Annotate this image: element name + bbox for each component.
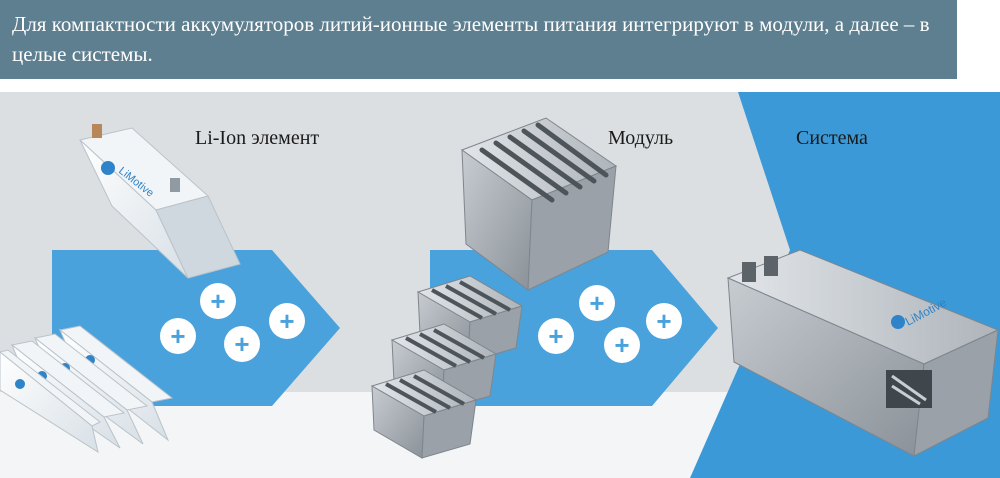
module-small xyxy=(370,369,478,459)
module-image xyxy=(460,117,618,291)
svg-text:+: + xyxy=(589,288,604,318)
plus-icon: + xyxy=(160,318,196,354)
svg-text:+: + xyxy=(279,306,294,336)
plus-icon: + xyxy=(646,303,682,339)
modules-stack xyxy=(370,275,524,459)
svg-text:+: + xyxy=(548,321,563,351)
plus-icon: + xyxy=(200,283,236,319)
plus-icon: + xyxy=(604,327,640,363)
svg-text:+: + xyxy=(210,286,225,316)
li-ion-cell-image: LiMotive xyxy=(78,124,241,279)
stage-label-module: Модуль xyxy=(608,127,673,149)
plus-group-2: + + + + xyxy=(538,285,682,363)
caption-text: Для компактности аккумуляторов литий-ион… xyxy=(12,12,930,66)
li-ion-cells-group xyxy=(0,325,174,454)
stage-label-system: Система xyxy=(796,127,868,149)
stage-arrow-2 xyxy=(430,250,718,406)
li-ion-cell xyxy=(0,349,101,454)
svg-text:+: + xyxy=(234,329,249,359)
plus-icon: + xyxy=(224,326,260,362)
plus-icon: + xyxy=(538,318,574,354)
plus-icon: + xyxy=(579,285,615,321)
svg-text:+: + xyxy=(614,330,629,360)
stage-label-cell: Li-Ion элемент xyxy=(195,127,319,149)
plus-icon: + xyxy=(269,303,305,339)
plus-group-1: + + + + xyxy=(160,283,305,362)
caption-banner: Для компактности аккумуляторов литий-ион… xyxy=(0,0,957,79)
battery-system-image: LiMotive xyxy=(726,249,1000,457)
svg-text:+: + xyxy=(656,306,671,336)
svg-text:+: + xyxy=(170,321,185,351)
